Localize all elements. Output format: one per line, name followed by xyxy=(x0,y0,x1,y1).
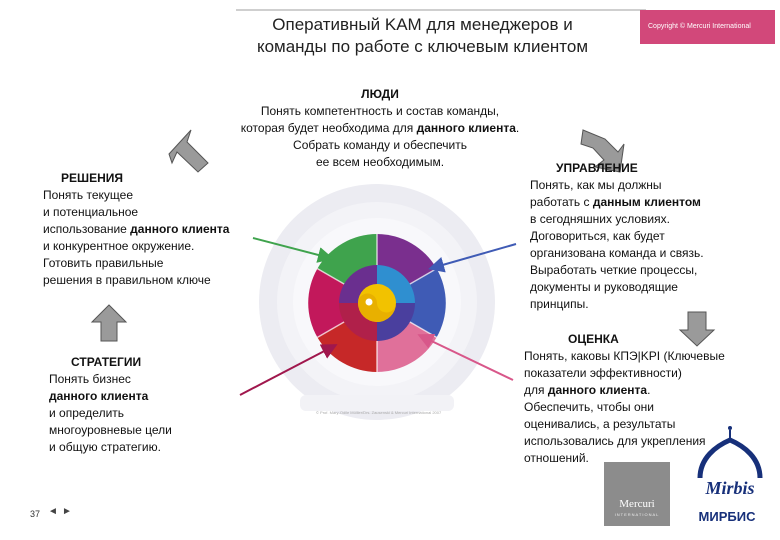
mirbis-logo-cyrillic: МИРБИС xyxy=(698,509,756,524)
management-block: УПРАВЛЕНИЕ Понять, как мы должны работат… xyxy=(530,160,770,313)
people-block: ЛЮДИ Понять компетентность и состав кома… xyxy=(190,86,570,171)
title-rule xyxy=(236,9,646,11)
title-line-2: команды по работе с ключевым клиентом xyxy=(256,37,589,56)
decisions-line-6: решения в правильном ключе xyxy=(43,273,211,287)
mirbis-logo-latin: Mirbis xyxy=(705,478,755,498)
people-line-4: ее всем необходимым. xyxy=(315,155,445,169)
evaluation-heading: ОЦЕНКА xyxy=(568,332,619,346)
brand-bar xyxy=(640,10,775,44)
strategies-line-4: многоуровневые цели xyxy=(49,423,172,437)
people-line-3: Собрать команду и обеспечить xyxy=(293,138,467,152)
evaluation-line-7: отношений. xyxy=(524,451,589,465)
people-line-2: которая будет необходима для данного кли… xyxy=(240,121,520,135)
strategies-line-1: Понять бизнес xyxy=(49,372,131,386)
evaluation-line-5: оценивались, а результаты xyxy=(524,417,676,431)
decisions-block: РЕШЕНИЯ Понять текущее и потенциальное и… xyxy=(43,170,283,289)
decisions-line-4: и конкурентное окружение. xyxy=(43,239,195,253)
management-line-8: принципы. xyxy=(530,297,589,311)
prev-slide-button[interactable]: ◄ xyxy=(48,506,58,517)
decisions-line-5: Готовить правильные xyxy=(43,256,164,270)
decisions-line-1: Понять текущее xyxy=(43,188,134,202)
management-line-2: работать с данным клиентом xyxy=(530,195,701,209)
strategies-line-2: данного клиента xyxy=(49,389,149,403)
arrow-strategies xyxy=(239,344,338,396)
evaluation-line-1: Понять, каковы КПЭ|KPI (Ключевые xyxy=(524,349,725,363)
management-line-3: в сегодняшних условиях. xyxy=(530,212,670,226)
people-line-1: Понять компетентность и состав команды, xyxy=(260,104,500,118)
arrow-evaluation xyxy=(417,333,514,381)
management-line-4: Договориться, как будет xyxy=(530,229,665,243)
page-number: 37 xyxy=(30,509,41,519)
arrow-management xyxy=(428,243,517,273)
people-heading: ЛЮДИ xyxy=(361,87,399,101)
evaluation-line-6: использовались для укрепления xyxy=(524,434,706,448)
strategies-line-3: и определить xyxy=(49,406,125,420)
cycle-arrow-left-up xyxy=(90,304,128,342)
mercuri-logo xyxy=(604,462,670,526)
decisions-line-2: и потенциальное xyxy=(43,205,139,219)
diagram-credit: © Prof. Mary-Odile Mülller/Drs. Zausensk… xyxy=(316,410,442,415)
copyright-text: Copyright © Mercuri International xyxy=(648,23,751,30)
evaluation-block: ОЦЕНКА Понять, каковы КПЭ|KPI (Ключевые … xyxy=(524,331,774,467)
mercuri-logo-text: Mercuri xyxy=(619,498,655,510)
management-line-5: организована команда и связь. xyxy=(530,246,704,260)
management-line-1: Понять, как мы должны xyxy=(530,178,662,192)
evaluation-line-3: для данного клиента. xyxy=(524,383,651,397)
cycle-arrow-top-left xyxy=(168,129,209,173)
cycle-arrow-right-down xyxy=(678,311,716,347)
management-line-7: документы и руководящие xyxy=(530,280,678,294)
wheel-core xyxy=(358,284,396,322)
management-line-6: Выработать четкие процессы, xyxy=(530,263,698,277)
decisions-line-3: использование данного клиента xyxy=(43,222,230,236)
cycle-arrow-top-right xyxy=(580,129,625,173)
decisions-heading: РЕШЕНИЯ xyxy=(61,171,123,185)
title-line-1: Оперативный KAM для менеджеров и xyxy=(272,15,573,34)
strategies-line-5: и общую стратегию. xyxy=(49,440,161,454)
page-title: Оперативный KAM для менеджеров и команды… xyxy=(200,14,645,58)
evaluation-line-4: Обеспечить, чтобы они xyxy=(524,400,655,414)
mercuri-logo-subtitle: INTERNATIONAL xyxy=(614,512,660,517)
next-slide-button[interactable]: ► xyxy=(62,506,72,517)
arrow-decisions xyxy=(252,237,334,263)
mirbis-logo-mark xyxy=(697,426,763,479)
strategies-block: СТРАТЕГИИ Понять бизнес данного клиента … xyxy=(49,354,249,456)
management-heading: УПРАВЛЕНИЕ xyxy=(556,161,638,175)
strategies-heading: СТРАТЕГИИ xyxy=(71,355,142,369)
evaluation-line-2: показатели эффективности) xyxy=(524,366,682,380)
